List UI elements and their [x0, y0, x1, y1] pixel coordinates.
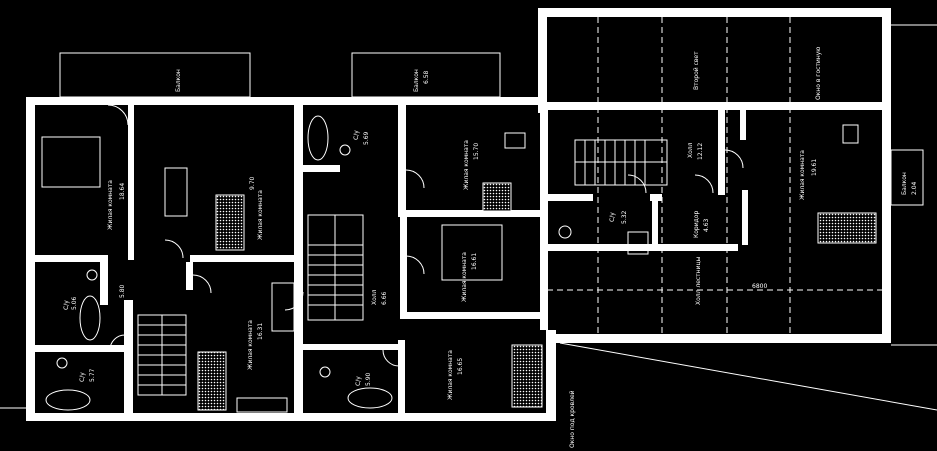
room-area-living-5: 16.61: [471, 253, 478, 270]
balcony-area-3: 2.04: [911, 181, 918, 195]
room-area-living-7: 19.61: [811, 159, 818, 176]
outer-walls: [26, 8, 891, 421]
room-labels: Жилая комната 18.64 Жилая комната 9.70 Ж…: [63, 47, 918, 448]
room-area-living-4: 15.70: [473, 143, 480, 160]
room-label-corridor: Коридор: [693, 211, 700, 238]
room-label-staircase-hall: Холл лестницы: [695, 256, 702, 305]
beds: [41, 136, 877, 411]
balcony-area-2: 6.58: [423, 70, 430, 84]
balcony-label-2: Балкон: [413, 69, 420, 92]
room-label-bath-2: С/у: [79, 372, 86, 382]
room-label-living-4: Жилая комната: [463, 140, 470, 190]
room-label-living-3: Жилая комната: [247, 320, 254, 370]
fixtures: [45, 115, 859, 413]
grid-lines: [0, 17, 937, 411]
room-label-living-7: Жилая комната: [799, 150, 806, 200]
stairs: [137, 139, 668, 396]
room-area-living-3: 16.31: [257, 323, 264, 340]
balcony-label-1: Балкон: [175, 69, 182, 92]
room-area-living-6: 16.65: [457, 358, 464, 375]
dimension-label: 6800: [752, 283, 767, 290]
room-label-bath-5: С/у: [609, 212, 616, 222]
room-area-bath-1: 5.06: [71, 296, 78, 310]
room-label-living-2: Жилая комната: [257, 190, 264, 240]
room-area-bath-2: 5.77: [89, 368, 96, 382]
note-window-under-roof: Окно под кровлей: [569, 390, 576, 448]
room-area-corridor: 4.63: [703, 218, 710, 232]
room-area-hall-3: 12.12: [697, 143, 704, 160]
room-label-second-light: Второй свет: [693, 51, 700, 90]
room-label-living-5: Жилая комната: [461, 252, 468, 302]
note-window-living: Окно в гостиную: [815, 47, 822, 100]
room-label-living-6: Жилая комната: [447, 350, 454, 400]
room-area-bath-5: 5.32: [621, 210, 628, 224]
room-label-hall-3: Холл: [687, 142, 694, 158]
room-area-bath-3: 5.69: [363, 131, 370, 145]
balcony-label-3: Балкон: [901, 172, 908, 195]
balconies: [59, 52, 924, 206]
room-label-bath-3: С/у: [353, 130, 360, 140]
room-area-hall-1: 5.80: [119, 284, 126, 298]
room-area-bath-4: 5.90: [365, 372, 372, 386]
room-label-bath-4: С/у: [355, 376, 362, 386]
room-area-living-2: 9.70: [249, 176, 256, 190]
room-label-living-1: Жилая комната: [107, 180, 114, 230]
room-area-living-1: 18.64: [119, 183, 126, 200]
room-label-bath-1: С/у: [63, 300, 70, 310]
room-label-hall-2: Холл: [371, 289, 378, 305]
doors: [107, 104, 744, 367]
interior-walls: [35, 102, 882, 415]
room-area-hall-2: 6.66: [381, 291, 388, 305]
